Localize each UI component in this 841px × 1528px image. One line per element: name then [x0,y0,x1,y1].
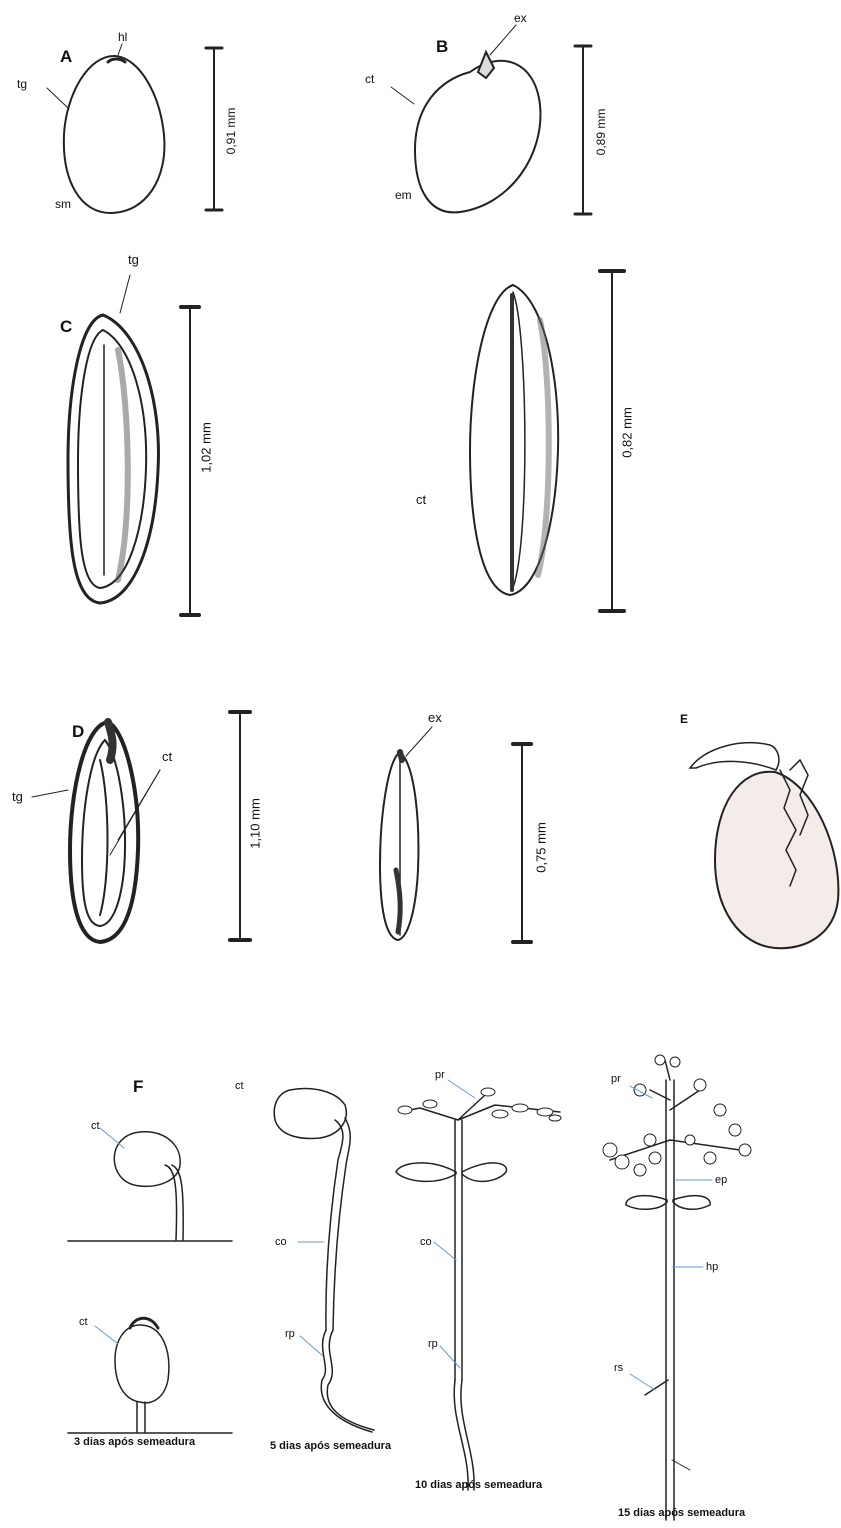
panel-label-f: F [133,1078,143,1095]
seedling-day3-lower [68,1318,232,1433]
label-hp: hp [706,1261,718,1273]
scale-bar-d2 [513,744,531,942]
label-rp: rp [428,1338,438,1350]
scale-bar-c1 [181,307,199,615]
germinating-seed-e [690,743,838,948]
label-ct: ct [235,1080,244,1092]
seed-d-outline [32,722,160,942]
panel-label-d: D [72,723,84,740]
caption-day10: 10 dias após semeadura [415,1479,542,1491]
label-ct: ct [162,751,172,763]
label-rs: rs [614,1362,623,1374]
seedling-day5 [274,1089,374,1432]
label-tg: tg [17,78,27,90]
seedling-day10 [396,1080,561,1490]
label-rp: rp [285,1328,295,1340]
label-hl: hl [118,31,127,43]
embryo-c-outline [470,285,558,595]
caption-day5: 5 dias após semeadura [270,1440,391,1452]
label-em: em [395,189,412,201]
scale-bar-a [206,48,222,210]
label-ex: ex [428,712,442,724]
seed-a-outline [47,44,164,213]
panel-label-b: B [436,38,448,55]
label-tg: tg [12,791,23,803]
seedling-day15 [603,1055,751,1520]
label-pr: pr [611,1073,621,1085]
label-co: co [420,1236,432,1248]
scale-label-b: 0,89 mm [594,102,608,162]
label-ct: ct [91,1120,100,1132]
scale-label-d2: 0,75 mm [534,818,549,878]
caption-day3: 3 dias após semeadura [74,1436,195,1448]
label-ct: ct [416,494,426,506]
label-sm: sm [55,198,71,210]
label-tg: tg [128,254,139,266]
label-ct: ct [365,73,374,85]
seed-c-outline [68,275,158,603]
label-ex: ex [514,12,527,24]
label-ep: ep [715,1174,727,1186]
panel-label-c: C [60,318,72,335]
scale-label-c2: 0,82 mm [620,403,635,463]
scale-bar-b [575,46,591,214]
label-pr: pr [435,1069,445,1081]
scale-label-d1: 1,10 mm [248,794,263,854]
scale-label-a: 0,91 mm [224,101,238,161]
caption-day15: 15 dias após semeadura [618,1507,745,1519]
seedling-day3-upper [68,1128,232,1241]
panel-label-e: E [680,713,688,725]
embryo-d-outline [380,727,432,940]
embryo-b-outline [391,25,540,212]
panel-label-a: A [60,48,72,65]
label-co: co [275,1236,287,1248]
scale-label-c1: 1,02 mm [199,418,214,478]
label-ct: ct [79,1316,88,1328]
